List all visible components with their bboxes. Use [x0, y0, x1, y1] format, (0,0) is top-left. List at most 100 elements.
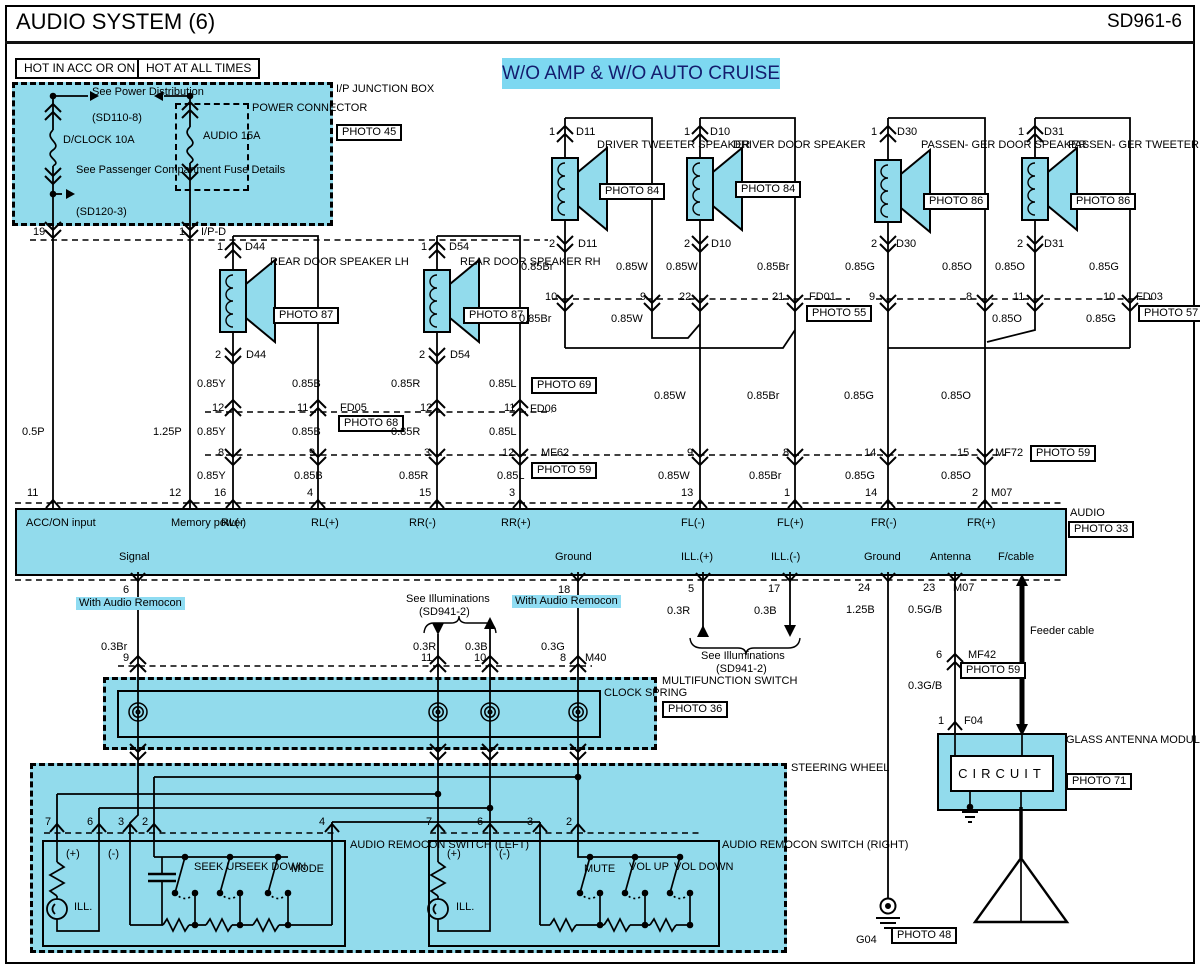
pin-3-remocon-right: 3	[527, 816, 534, 828]
conn-mf62: MF62	[541, 447, 570, 459]
photo-86-tweeter: PHOTO 86	[1070, 193, 1137, 211]
pin-11-audio: 11	[27, 487, 39, 499]
bar-fl-plus: FL(+)	[777, 517, 804, 529]
multifunction-switch-label: MULTIFUNCTION SWITCH	[662, 675, 798, 687]
bar-acc-on-input: ACC/ON input	[26, 517, 96, 529]
wire-125b: 1.25B	[846, 604, 875, 616]
wire-085r-2: 0.85R	[391, 426, 421, 438]
audio-remocon-switch-right: AUDIO REMOCON SWITCH (RIGHT)	[722, 839, 909, 851]
page-title: AUDIO SYSTEM (6)	[16, 9, 216, 34]
conn-mf72: MF72	[995, 447, 1024, 459]
photo-57: PHOTO 57	[1138, 305, 1200, 323]
variant-banner: W/O AMP & W/O AUTO CRUISE	[502, 58, 780, 89]
wire-085g-5: 0.85G	[845, 470, 875, 482]
speaker-icons	[219, 147, 1078, 343]
wire-085o-4: 0.85O	[941, 390, 971, 402]
conn-d31-top: D31	[1044, 126, 1065, 138]
vol-up-label: VOL UP	[629, 861, 669, 873]
pin-2-d54: 2	[419, 349, 426, 361]
pin-5-audio: 5	[688, 583, 695, 595]
pin-15-mf72: 15	[957, 447, 970, 459]
photo-87-lh: PHOTO 87	[273, 307, 340, 325]
audio-remocon-switch-right-box	[428, 840, 720, 947]
pin-8-mf62-fl: 8	[783, 447, 790, 459]
connector-row-dashes	[15, 239, 1152, 834]
pin-1-d10: 1	[684, 126, 691, 138]
passenger-tweeter-icon	[1021, 147, 1078, 231]
wire-085r-1: 0.85R	[391, 378, 421, 390]
with-audio-remocon-1: With Audio Remocon	[76, 597, 185, 611]
pin-9-clockspring: 9	[123, 652, 130, 664]
wire-125p: 1.25P	[153, 426, 182, 438]
wire-03gb: 0.3G/B	[908, 680, 943, 692]
wire-085b-3: 0.85B	[294, 470, 323, 482]
conn-fd01: FD01	[809, 291, 836, 303]
see-illuminations-1: See Illuminations	[406, 593, 490, 605]
mode-label: MODE	[291, 863, 324, 875]
photo-33: PHOTO 33	[1068, 521, 1135, 539]
photo-45: PHOTO 45	[336, 124, 403, 142]
conn-m40: M40	[585, 652, 607, 664]
wire-085w-5: 0.85W	[658, 470, 690, 482]
pin-6-mf42: 6	[936, 649, 943, 661]
wire-085w-4: 0.85W	[654, 390, 686, 402]
see-passenger-fuse-ref: (SD120-3)	[76, 206, 127, 218]
hot-in-acc-badge: HOT IN ACC OR ON	[15, 58, 145, 79]
mute-label: MUTE	[584, 863, 616, 875]
pin-6-remocon-left: 6	[87, 816, 94, 828]
wire-085y-2: 0.85Y	[197, 426, 226, 438]
title-separator	[5, 41, 1194, 44]
fuse-symbols	[49, 126, 194, 167]
wire-085l-1: 0.85L	[489, 378, 517, 390]
feeder-cable-label: Feeder cable	[1030, 625, 1095, 637]
pin-21-fd01: 21	[772, 291, 785, 303]
pin-9-fd03: 9	[869, 291, 876, 303]
wire-085y-1: 0.85Y	[197, 378, 226, 390]
see-power-distribution-ref: (SD110-8)	[92, 112, 142, 124]
see-illuminations-2: See Illuminations	[701, 650, 785, 662]
photo-84-tweeter: PHOTO 84	[599, 183, 666, 201]
bar-rr-plus: RR(+)	[501, 517, 531, 529]
wire-03g: 0.3G	[541, 641, 565, 653]
wire-085w-2: 0.85W	[666, 261, 698, 273]
pin-1-d11: 1	[549, 126, 556, 138]
clock-spring-inner-box	[117, 690, 601, 738]
clock-spring-spirals	[128, 702, 588, 722]
glass-antenna-module-label: GLASS ANTENNA MODULE	[1066, 734, 1200, 746]
photo-68: PHOTO 68	[338, 415, 405, 433]
remocon-right-internals	[427, 840, 691, 932]
conn-d31-bottom: D31	[1044, 238, 1065, 250]
pin-18-audio: 18	[558, 584, 571, 596]
pin-2-d31: 2	[1017, 238, 1024, 250]
wire-085br-2: 0.85Br	[757, 261, 790, 273]
pin-2-d11: 2	[549, 238, 556, 250]
wire-085b-2: 0.85B	[292, 426, 321, 438]
wire-085g-1: 0.85G	[845, 261, 875, 273]
wire-05p: 0.5P	[22, 426, 45, 438]
conn-d30-bottom: D30	[896, 238, 917, 250]
pin-2-d44: 2	[215, 349, 222, 361]
bar-ground-2: Ground	[864, 551, 901, 563]
wire-085o-5: 0.85O	[941, 470, 971, 482]
wire-05gb: 0.5G/B	[908, 604, 943, 616]
fuse-audio-label: AUDIO 15A	[203, 130, 261, 142]
photo-59-mf62: PHOTO 59	[531, 462, 598, 480]
pin-1-d44: 1	[217, 241, 224, 253]
pin-3-mf62: 3	[424, 447, 431, 459]
pin-7-remocon-right: 7	[426, 816, 433, 828]
photo-59-mf42: PHOTO 59	[960, 662, 1027, 680]
power-connector-box	[175, 103, 249, 191]
pin-2-d30: 2	[871, 238, 878, 250]
rear-door-speaker-lh: REAR DOOR SPEAKER LH	[270, 256, 409, 268]
pin-14-audio: 14	[865, 487, 878, 499]
wire-03br: 0.3Br	[101, 641, 128, 653]
conn-m07-bottom: M07	[953, 582, 975, 594]
conn-mf42: MF42	[968, 649, 997, 661]
pin-2-remocon-left: 2	[142, 816, 149, 828]
pin-11-fd05: 11	[297, 402, 309, 414]
bar-signal: Signal	[119, 551, 150, 563]
pin-4-remocon-left: 4	[319, 816, 326, 828]
pin-10-fd01: 10	[545, 291, 558, 303]
